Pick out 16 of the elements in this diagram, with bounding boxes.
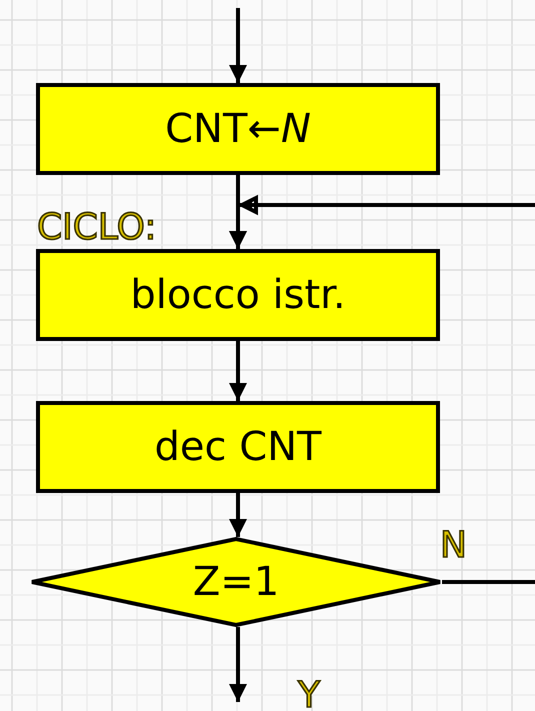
arrow [229,493,247,537]
arrow [229,8,247,83]
process-box [36,83,440,175]
arrow [229,341,247,401]
process-box [36,249,440,341]
node-text: Z=1 [192,559,280,605]
edge-label: N [440,528,467,564]
decision-diamond [30,537,442,627]
process-box [36,401,440,493]
node-text: blocco istr. [130,272,346,318]
node-text: dec CNT [154,424,322,470]
edge-label: Y [298,678,320,711]
arrow [229,196,535,584]
node-text: CNT←N [165,106,311,152]
arrow [229,627,247,702]
loop-label: CICLO: [37,210,156,246]
